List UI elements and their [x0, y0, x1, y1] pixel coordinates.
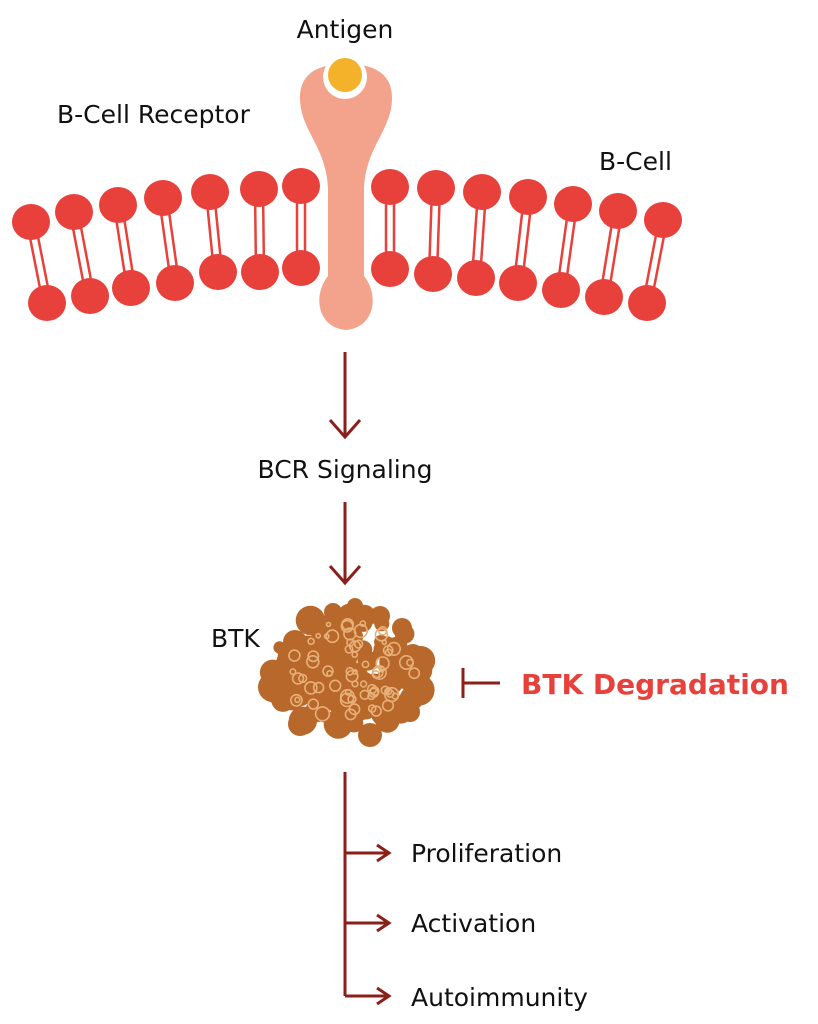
b-cell-receptor-label: B-Cell Receptor: [57, 100, 251, 129]
b-cell-label: B-Cell: [599, 147, 672, 176]
outcome-autoimmunity: Autoimmunity: [411, 983, 588, 1012]
arrow-to-btk: [330, 502, 360, 583]
lipid: [414, 170, 455, 292]
lipid: [542, 186, 592, 308]
lipid: [628, 202, 682, 321]
btk-label: BTK: [211, 624, 260, 653]
antigen-dot: [328, 58, 362, 92]
outcome-arrow: [345, 915, 389, 931]
btk-protein: [258, 598, 435, 747]
outcome-arrows: [345, 845, 389, 1004]
lipid: [371, 169, 409, 287]
antigen-label: Antigen: [297, 15, 394, 44]
outcome-arrow: [345, 845, 389, 861]
lipid: [191, 174, 237, 290]
lipid: [144, 180, 194, 301]
outcome-proliferation: Proliferation: [411, 839, 562, 868]
btk-degradation-label: BTK Degradation: [521, 668, 789, 701]
outcome-arrow: [345, 988, 389, 1004]
lipid: [499, 179, 547, 301]
arrow-to-signaling: [330, 352, 360, 437]
lipid: [457, 174, 501, 296]
bcr-signaling-label: BCR Signaling: [258, 455, 433, 484]
lipid: [585, 193, 637, 315]
inhibition-mark: [463, 668, 500, 698]
lipid: [240, 171, 279, 290]
lipid: [282, 168, 320, 286]
outcome-activation: Activation: [411, 909, 536, 938]
